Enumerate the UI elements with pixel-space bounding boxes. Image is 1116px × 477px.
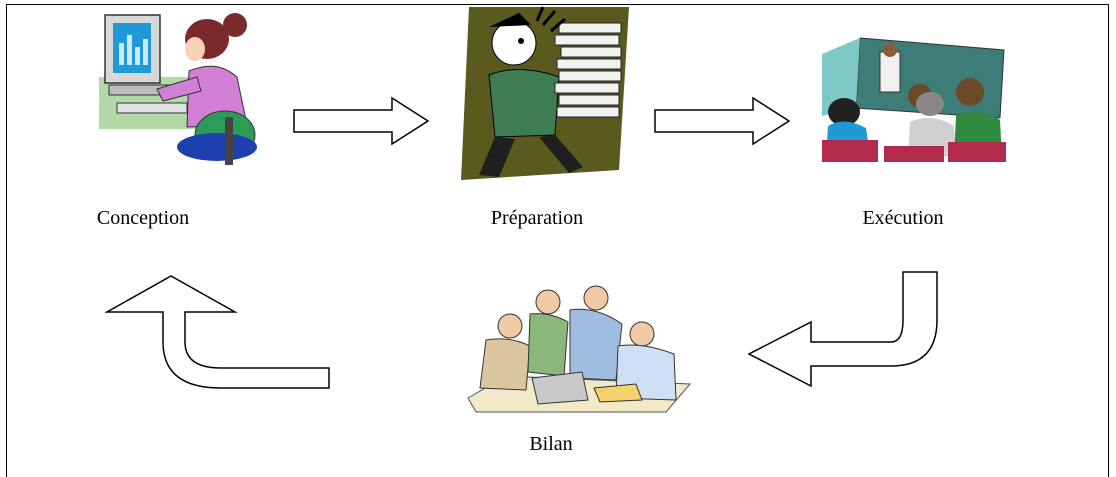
team-meeting-icon [466,280,692,416]
man-carrying-papers-icon [459,5,639,185]
stage-label-preparation: Préparation [490,207,584,229]
woman-at-computer-icon [97,7,257,165]
stage-label-conception: Conception [96,207,190,229]
curved-arrow-left [745,270,945,390]
classroom-presentation-icon [820,36,1008,164]
stage-label-bilan: Bilan [529,433,573,455]
diagram-frame [6,4,1109,477]
arrow-right-2 [653,96,793,146]
stage-label-execution: Exécution [862,207,944,229]
arrow-right-1 [292,96,432,146]
uturn-arrow-up [105,272,335,392]
